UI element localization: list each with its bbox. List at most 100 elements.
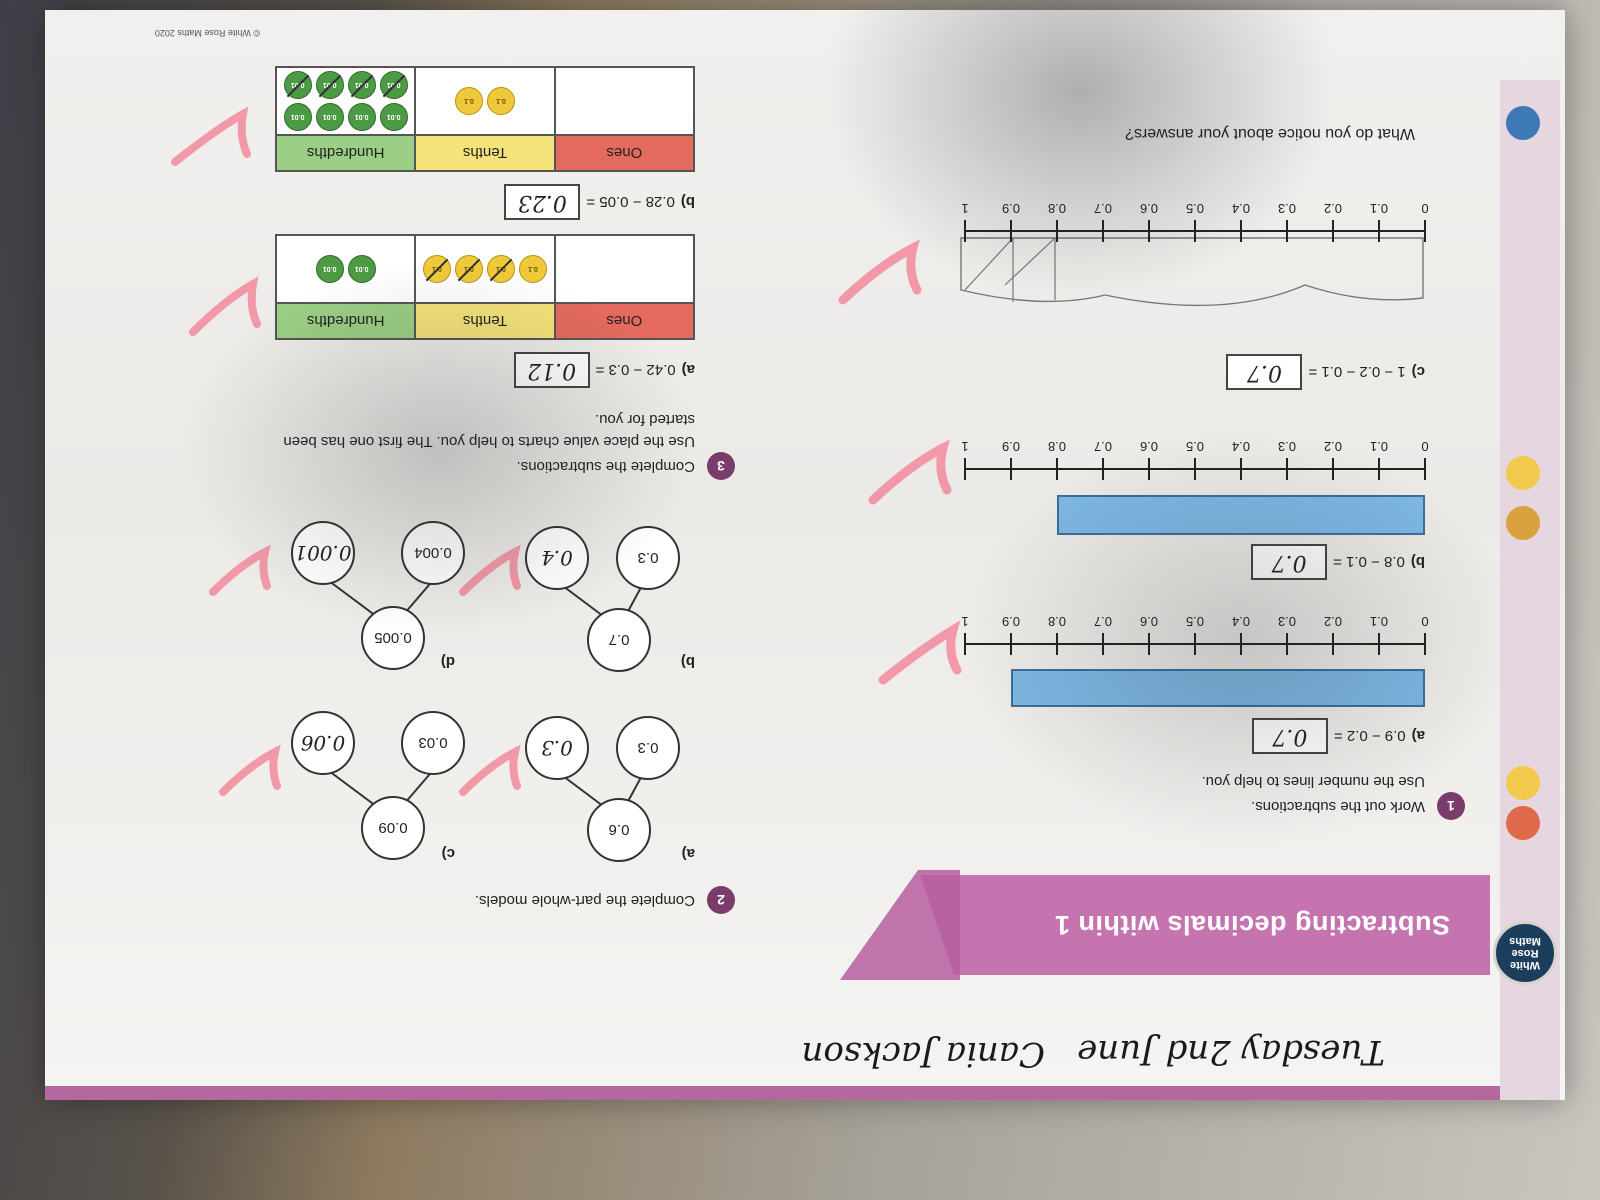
q1b-label: b) bbox=[1410, 553, 1425, 571]
tenth-counter: 0.1 bbox=[487, 87, 516, 115]
number-line-tick-label: 0.1 bbox=[1369, 614, 1389, 629]
q1b-answer-box[interactable]: 0.7 bbox=[1251, 544, 1328, 580]
q2a-part2-answer[interactable]: 0.3 bbox=[525, 716, 589, 780]
q1c-answer-box[interactable]: 0.7 bbox=[1226, 354, 1303, 390]
q3-instruction: Complete the subtractions. bbox=[516, 458, 695, 475]
q3b-ones-header: Ones bbox=[553, 136, 693, 170]
q2d-part2-answer[interactable]: 0.001 bbox=[291, 521, 355, 585]
number-line-tick-label: 0.4 bbox=[1231, 201, 1251, 216]
number-line-tick bbox=[1148, 220, 1150, 242]
q3a-place-value-chart: Ones Tenths Hundredths 0.1 0.1 0.1 0.1 0… bbox=[275, 234, 695, 340]
number-line-tick-label: 0.9 bbox=[1001, 439, 1021, 454]
copyright-footer: © White Rose Maths 2020 bbox=[154, 28, 260, 38]
q2b-part2-answer[interactable]: 0.4 bbox=[525, 526, 589, 590]
hundredth-counter-crossed: 0.01 bbox=[315, 71, 344, 99]
q2d-pink-tick bbox=[209, 544, 271, 596]
q2b-pink-tick bbox=[459, 544, 521, 596]
q3a-tenths-cell: 0.1 0.1 0.1 0.1 bbox=[414, 236, 554, 302]
q2-instruction: Complete the part-whole models. bbox=[474, 892, 695, 909]
number-line-tick bbox=[1378, 220, 1380, 242]
number-line-tick-label: 1 bbox=[961, 439, 969, 454]
handwritten-name: Cania Jackson bbox=[801, 1034, 1046, 1074]
q1a-answer-box[interactable]: 0.7 bbox=[1251, 718, 1328, 754]
banner-tab bbox=[840, 870, 960, 980]
hundredth-counter: 0.01 bbox=[379, 103, 408, 131]
q1a-label: a) bbox=[1411, 727, 1425, 745]
q3b-label: b) bbox=[680, 193, 695, 211]
q3-hint-line2: started for you. bbox=[594, 411, 695, 428]
q1c-pink-tick bbox=[838, 239, 922, 305]
hundredth-counter-crossed: 0.01 bbox=[379, 71, 408, 99]
q2a-pink-tick bbox=[459, 744, 521, 796]
number-line-tick-label: 0.9 bbox=[1001, 201, 1021, 216]
q3b-equation: b) 0.28 − 0.05 = 0.23 bbox=[504, 184, 695, 220]
number-line-tick-label: 0.5 bbox=[1185, 614, 1205, 629]
q1a-pink-tick bbox=[878, 620, 962, 685]
number-line-tick-label: 0.5 bbox=[1185, 201, 1205, 216]
q1c-pencil-bar-sketch bbox=[960, 237, 1424, 307]
hundredth-counter: 0.01 bbox=[347, 103, 376, 131]
q1b-expression: 0.8 − 0.1 = bbox=[1333, 553, 1405, 571]
number-line-tick bbox=[1194, 633, 1196, 655]
number-line-tick bbox=[1148, 633, 1150, 655]
q3a-ones-header: Ones bbox=[553, 304, 693, 338]
q1-hint: Use the number lines to help you. bbox=[1201, 773, 1425, 790]
q2c-part2-answer[interactable]: 0.06 bbox=[291, 711, 355, 775]
number-line-tick-label: 0.3 bbox=[1277, 201, 1297, 216]
q3a-pink-tick bbox=[189, 276, 261, 336]
number-line-tick bbox=[1194, 220, 1196, 242]
q3-hint-line1: Use the place value charts to help you. … bbox=[283, 433, 695, 450]
number-line-tick-label: 1 bbox=[961, 201, 969, 216]
number-line-tick bbox=[1240, 633, 1242, 655]
number-line-tick-label: 0.8 bbox=[1047, 201, 1067, 216]
q2b-part1-circle: 0.3 bbox=[616, 526, 680, 590]
q3a-equation: a) 0.42 − 0.3 = 0.12 bbox=[513, 352, 695, 388]
number-line-tick-label: 0.7 bbox=[1093, 614, 1113, 629]
worksheet: Tuesday 2nd June Cania Jackson White Ros… bbox=[45, 10, 1565, 1100]
number-line-tick bbox=[1148, 458, 1150, 480]
number-line-tick bbox=[1286, 220, 1288, 242]
number-line-tick bbox=[1332, 633, 1334, 655]
number-line-tick bbox=[1378, 458, 1380, 480]
number-line-tick-label: 0.4 bbox=[1231, 614, 1251, 629]
number-line-tick bbox=[1102, 220, 1104, 242]
q3a-tenths-header: Tenths bbox=[414, 304, 554, 338]
q3b-hundredths-cell: 0.01 0.01 0.01 0.01 0.01 0.01 0.01 0.01 bbox=[277, 68, 414, 134]
number-line-tick-label: 0.7 bbox=[1093, 201, 1113, 216]
q3b-ones-cell bbox=[553, 68, 693, 134]
books-character-icon bbox=[1506, 806, 1540, 840]
number-line-tick-label: 0 bbox=[1421, 201, 1429, 216]
q1c-equation: c) 1 − 0.2 − 0.1 = 0.7 bbox=[1226, 354, 1425, 390]
q3a-expression: 0.42 − 0.3 = bbox=[595, 361, 676, 379]
q1-instruction: Work out the subtractions. bbox=[1251, 798, 1425, 815]
number-line-tick bbox=[1424, 220, 1426, 242]
white-rose-maths-logo: White Rose Maths bbox=[1493, 921, 1557, 985]
number-line-tick-label: 0 bbox=[1421, 614, 1429, 629]
pencil-character-icon bbox=[1506, 766, 1540, 800]
q2d-whole-circle: 0.005 bbox=[361, 606, 425, 670]
q3a-hundredths-cell: 0.01 0.01 bbox=[277, 236, 414, 302]
number-line-tick bbox=[1102, 633, 1104, 655]
pencil-character-icon bbox=[1506, 456, 1540, 490]
q1-notice-question: What do you notice about your answers? bbox=[1125, 125, 1415, 142]
q2a-whole-circle: 0.6 bbox=[587, 798, 651, 862]
number-line-tick-label: 0.9 bbox=[1001, 614, 1021, 629]
q3b-answer-box[interactable]: 0.23 bbox=[504, 184, 581, 220]
q3a-answer-box[interactable]: 0.12 bbox=[513, 352, 590, 388]
q1c-label: c) bbox=[1411, 363, 1425, 381]
number-line-tick-label: 0.6 bbox=[1139, 201, 1159, 216]
hundredth-counter: 0.01 bbox=[347, 255, 376, 283]
planet-character-icon bbox=[1506, 106, 1540, 140]
hundredth-counter: 0.01 bbox=[315, 255, 344, 283]
number-line-tick bbox=[1378, 633, 1380, 655]
number-line-tick-label: 0.1 bbox=[1369, 201, 1389, 216]
number-line-tick bbox=[1240, 220, 1242, 242]
q1a-equation: a) 0.9 − 0.2 = 0.7 bbox=[1251, 718, 1425, 754]
q1c-expression: 1 − 0.2 − 0.1 = bbox=[1308, 363, 1406, 381]
q1a-expression: 0.9 − 0.2 = bbox=[1333, 727, 1406, 745]
number-line-tick bbox=[1194, 458, 1196, 480]
number-line-tick bbox=[1332, 458, 1334, 480]
owl-character-icon bbox=[1506, 506, 1540, 540]
